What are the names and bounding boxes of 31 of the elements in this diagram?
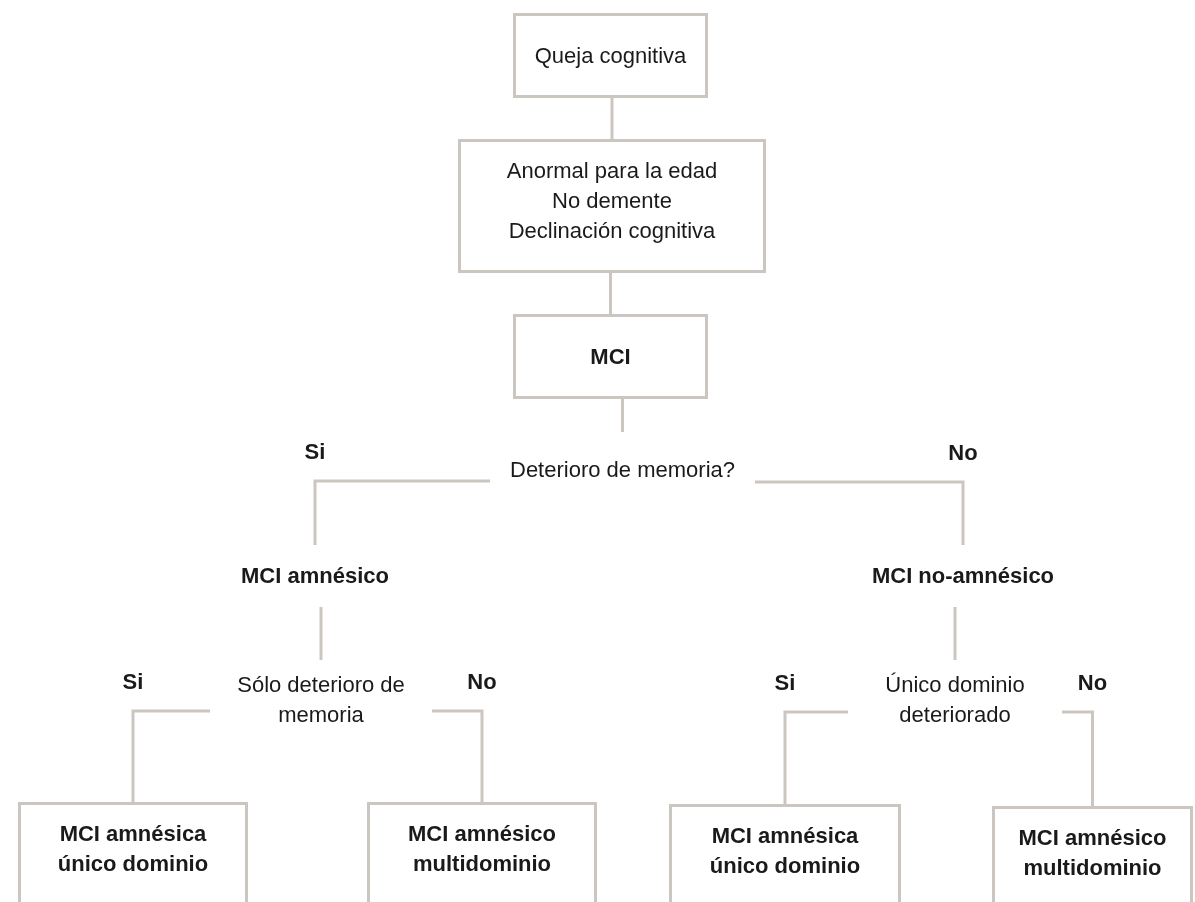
node-text: MCI no-amnésico xyxy=(870,562,1056,590)
outcome-box xyxy=(18,802,248,902)
connector-line xyxy=(1062,710,1094,806)
outcome-box xyxy=(367,802,597,902)
connector-line xyxy=(609,273,612,314)
connector-line xyxy=(621,399,624,432)
node-text: Sólo deterioro de memoria xyxy=(236,671,406,729)
node-text: Único dominio deteriorado xyxy=(884,671,1026,729)
node-text: MCI xyxy=(589,342,632,371)
connector-line xyxy=(610,98,614,139)
process-box xyxy=(458,139,766,273)
outcome-box xyxy=(669,804,901,902)
node-text: MCI amnésico multidominio xyxy=(407,820,557,878)
node-text: MCI amnésico multidominio xyxy=(1017,824,1168,882)
node-text: Anormal para la edad xyxy=(505,157,719,185)
connector-line xyxy=(432,709,484,802)
connector-line xyxy=(755,480,965,545)
connector-line xyxy=(313,479,490,545)
connector-line xyxy=(783,710,848,804)
node-text: MCI amnésica único dominio xyxy=(56,820,210,878)
process-box xyxy=(513,314,708,399)
connector-line xyxy=(953,607,957,660)
connector-line xyxy=(131,709,210,802)
node-text: No demente xyxy=(551,187,673,215)
process-box xyxy=(513,13,708,98)
node-text: Declinación cognitiva xyxy=(507,217,717,245)
node-text: Queja cognitiva xyxy=(533,41,688,70)
node-text: MCI amnésico xyxy=(240,562,390,590)
connector-line xyxy=(319,607,323,660)
node-text: Deterioro de memoria? xyxy=(509,456,736,484)
node-text: MCI amnésica único dominio xyxy=(708,822,862,880)
